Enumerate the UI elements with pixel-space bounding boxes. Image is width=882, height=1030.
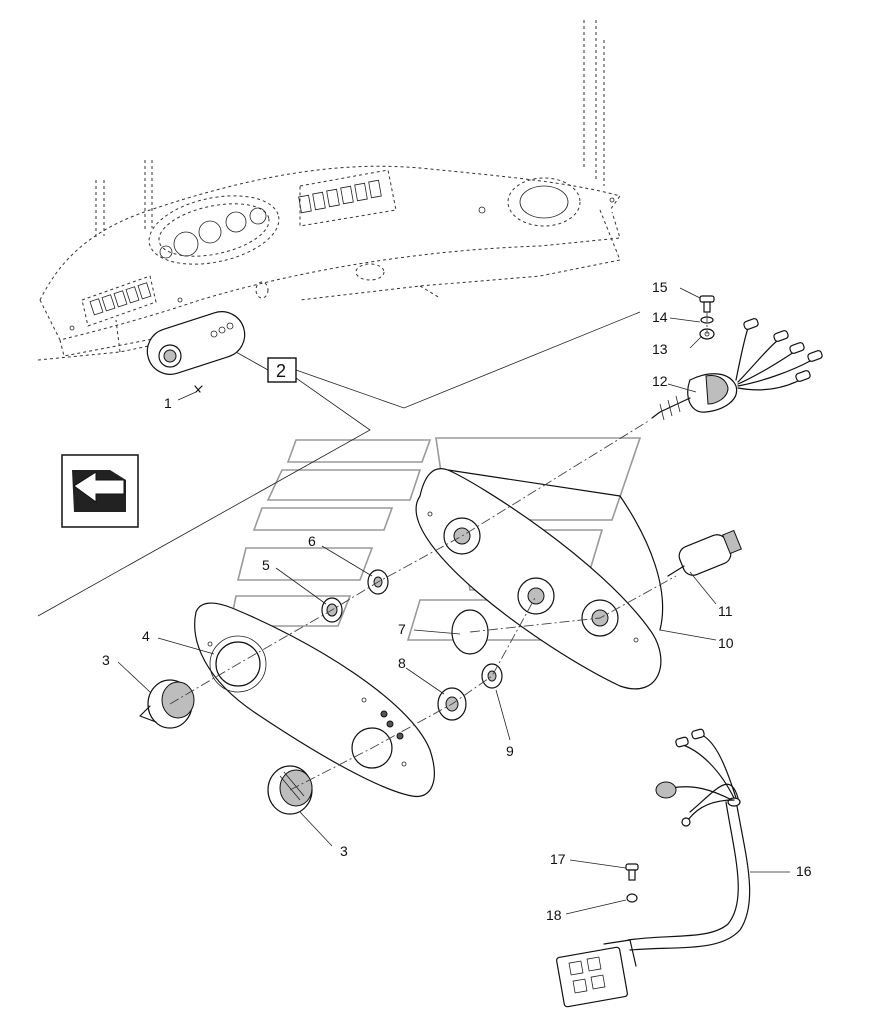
screw-17-washer-18 bbox=[625, 863, 639, 903]
knob-upper bbox=[139, 679, 195, 729]
rotary-switch bbox=[667, 529, 742, 577]
direction-arrow-icon bbox=[61, 454, 139, 528]
callout-7: 7 bbox=[398, 621, 406, 637]
installed-panel bbox=[146, 311, 246, 393]
callout-11: 11 bbox=[718, 603, 733, 619]
callout-4: 4 bbox=[142, 628, 150, 644]
switch-bank bbox=[89, 179, 382, 316]
dashboard-outline bbox=[37, 20, 621, 361]
callout-1: 1 bbox=[164, 395, 172, 411]
callout-box-2 bbox=[267, 357, 297, 383]
callout-15: 15 bbox=[652, 279, 668, 295]
ignition-switch bbox=[651, 318, 823, 421]
leader-lines bbox=[37, 287, 790, 915]
callout-2: 2 bbox=[276, 361, 286, 381]
callout-8: 8 bbox=[398, 655, 406, 671]
callout-9: 9 bbox=[506, 743, 514, 759]
callout-13: 13 bbox=[652, 341, 668, 357]
callout-18: 18 bbox=[546, 907, 562, 923]
callout-14: 14 bbox=[652, 309, 668, 325]
callout-10: 10 bbox=[718, 635, 734, 651]
assembly-axes bbox=[169, 312, 708, 791]
callout-16: 16 bbox=[796, 863, 812, 879]
callout-17: 17 bbox=[550, 851, 566, 867]
callout-6: 6 bbox=[308, 533, 316, 549]
back-plate bbox=[415, 468, 664, 690]
callout-5: 5 bbox=[262, 557, 270, 573]
callout-3a: 3 bbox=[102, 652, 110, 668]
callout-3b: 3 bbox=[340, 843, 348, 859]
callout-12: 12 bbox=[652, 373, 668, 389]
instrument-cluster bbox=[148, 195, 280, 265]
wiring-harness bbox=[556, 728, 751, 1008]
round-gauge bbox=[69, 177, 615, 331]
